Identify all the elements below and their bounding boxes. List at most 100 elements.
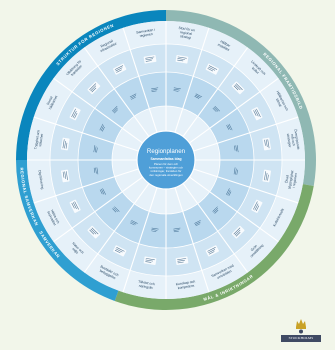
segment-detail-line (253, 201, 258, 210)
segment-inner-line (113, 207, 118, 213)
segment-detail-line (234, 84, 241, 91)
segment-detail-line (177, 56, 187, 59)
center-body-line: kommunen – strategier och (149, 166, 183, 170)
segment-inner-line (173, 229, 180, 231)
segment-divider (33, 168, 139, 204)
stockholm-logo: STOCKHOLMS (281, 318, 321, 344)
segment-inner-line (214, 209, 219, 214)
segment-inner-line (236, 169, 238, 175)
segment-detail-line (90, 228, 97, 235)
segment-detail-line (253, 110, 257, 116)
segment-divider (122, 27, 158, 133)
segment-detail-line (177, 259, 185, 262)
segment-detail-line (71, 108, 76, 118)
segment-detail-line (235, 231, 241, 237)
segment-detail-line (114, 65, 124, 70)
segment-detail-line (145, 258, 155, 261)
logo-label: STOCKHOLMS (281, 335, 321, 342)
segment-detail-line (145, 60, 152, 62)
segment-inner-line (214, 106, 220, 112)
segment-detail-line (65, 171, 68, 181)
crown-icon (296, 319, 306, 334)
segment-inner-line (195, 93, 203, 98)
segment-inner-line (228, 123, 233, 131)
segment-inner-line (195, 94, 201, 98)
segment-divider (122, 187, 158, 293)
segment-label: Samverkan iregionen (136, 28, 156, 39)
segment-inner-line (235, 168, 237, 175)
segment-detail-line (255, 205, 260, 212)
segment-detail-line (145, 261, 152, 263)
segment-detail-line (72, 110, 77, 118)
outer-ring-arc (16, 160, 119, 301)
segment-inner-line (226, 125, 230, 130)
segment-inner-line (173, 90, 179, 92)
segment-inner-line (112, 106, 118, 112)
segment-label: Hållbarmobilitet (217, 39, 232, 52)
segment-detail-line (177, 258, 187, 261)
center-hub: Regionplanen Sammanfattas idag Planen fö… (136, 130, 196, 190)
segment-label: Tillväxt ochnäringsliv (137, 280, 155, 291)
wheel-segments: Stöd för enregionalstrategiHållbarmobili… (27, 21, 305, 299)
segment-detail-line (72, 202, 77, 210)
segment-divider (174, 187, 210, 293)
segment-divider (53, 77, 143, 144)
segment-inner-line (213, 208, 219, 213)
segment-detail-line (116, 247, 125, 252)
segment-inner-line (95, 167, 97, 174)
segment-detail-line (74, 201, 79, 210)
segment-label: Kunskap ochkompetens (175, 279, 196, 290)
segment-inner-line (151, 90, 157, 92)
segment-detail-line (91, 227, 99, 235)
segment-label: Socialhållbarhet (45, 93, 59, 110)
segment-inner-line (227, 189, 231, 196)
segment-label: Hälsa ochlivskvalitet (46, 209, 60, 226)
segment-detail-line (115, 67, 123, 72)
center-body-line: den regionala utvecklingen (149, 173, 183, 177)
segment-detail-line (114, 249, 121, 254)
segment-label: Övergripandemål ochstrategier (285, 129, 300, 151)
segment-inner-line (101, 188, 105, 195)
segment-inner-line (194, 221, 201, 225)
segment-inner-line (93, 145, 96, 153)
segment-detail-line (89, 83, 97, 91)
center-body-line: inriktningar, framtiden för (151, 169, 182, 173)
segment-inner-line (235, 145, 237, 152)
segment-inner-line (195, 223, 201, 227)
segment-inner-line (131, 220, 138, 224)
segment-label: Digitalisering (38, 170, 45, 190)
segment-detail-line (145, 58, 154, 61)
segment-divider (189, 77, 279, 144)
segment-inner-line (96, 167, 99, 175)
segment-detail-line (74, 112, 78, 119)
segment-detail-line (145, 56, 155, 59)
center-body-line: Planen för dem och (154, 162, 179, 166)
segment-divider (53, 176, 143, 243)
segment-inner-line (234, 145, 236, 151)
segment-detail-line (208, 249, 216, 254)
segment-inner-line (114, 206, 120, 212)
segment-detail-line (264, 171, 267, 181)
segment-inner-line (93, 167, 96, 173)
segment-inner-line (212, 108, 217, 112)
segment-inner-line (151, 89, 158, 91)
segment-inner-line (151, 227, 159, 230)
segment-detail-line (115, 248, 123, 253)
segment-inner-line (114, 109, 118, 114)
outer-ring-arc (16, 10, 166, 160)
segment-detail-line (207, 247, 216, 252)
segment-detail-line (89, 229, 95, 235)
segment-detail-line (265, 139, 268, 148)
segment-detail-line (208, 66, 216, 71)
segment-divider (182, 47, 249, 137)
segment-detail-line (235, 83, 243, 91)
segment-label: Trygghet ochsäkerhet (34, 129, 45, 150)
segment-detail-line (177, 58, 185, 60)
segment-detail-line (267, 174, 269, 181)
segment-detail-line (62, 171, 65, 178)
segment-inner-line (100, 125, 104, 131)
segment-detail-line (64, 141, 66, 149)
segment-inner-line (129, 93, 137, 98)
segment-detail-line (208, 65, 218, 70)
